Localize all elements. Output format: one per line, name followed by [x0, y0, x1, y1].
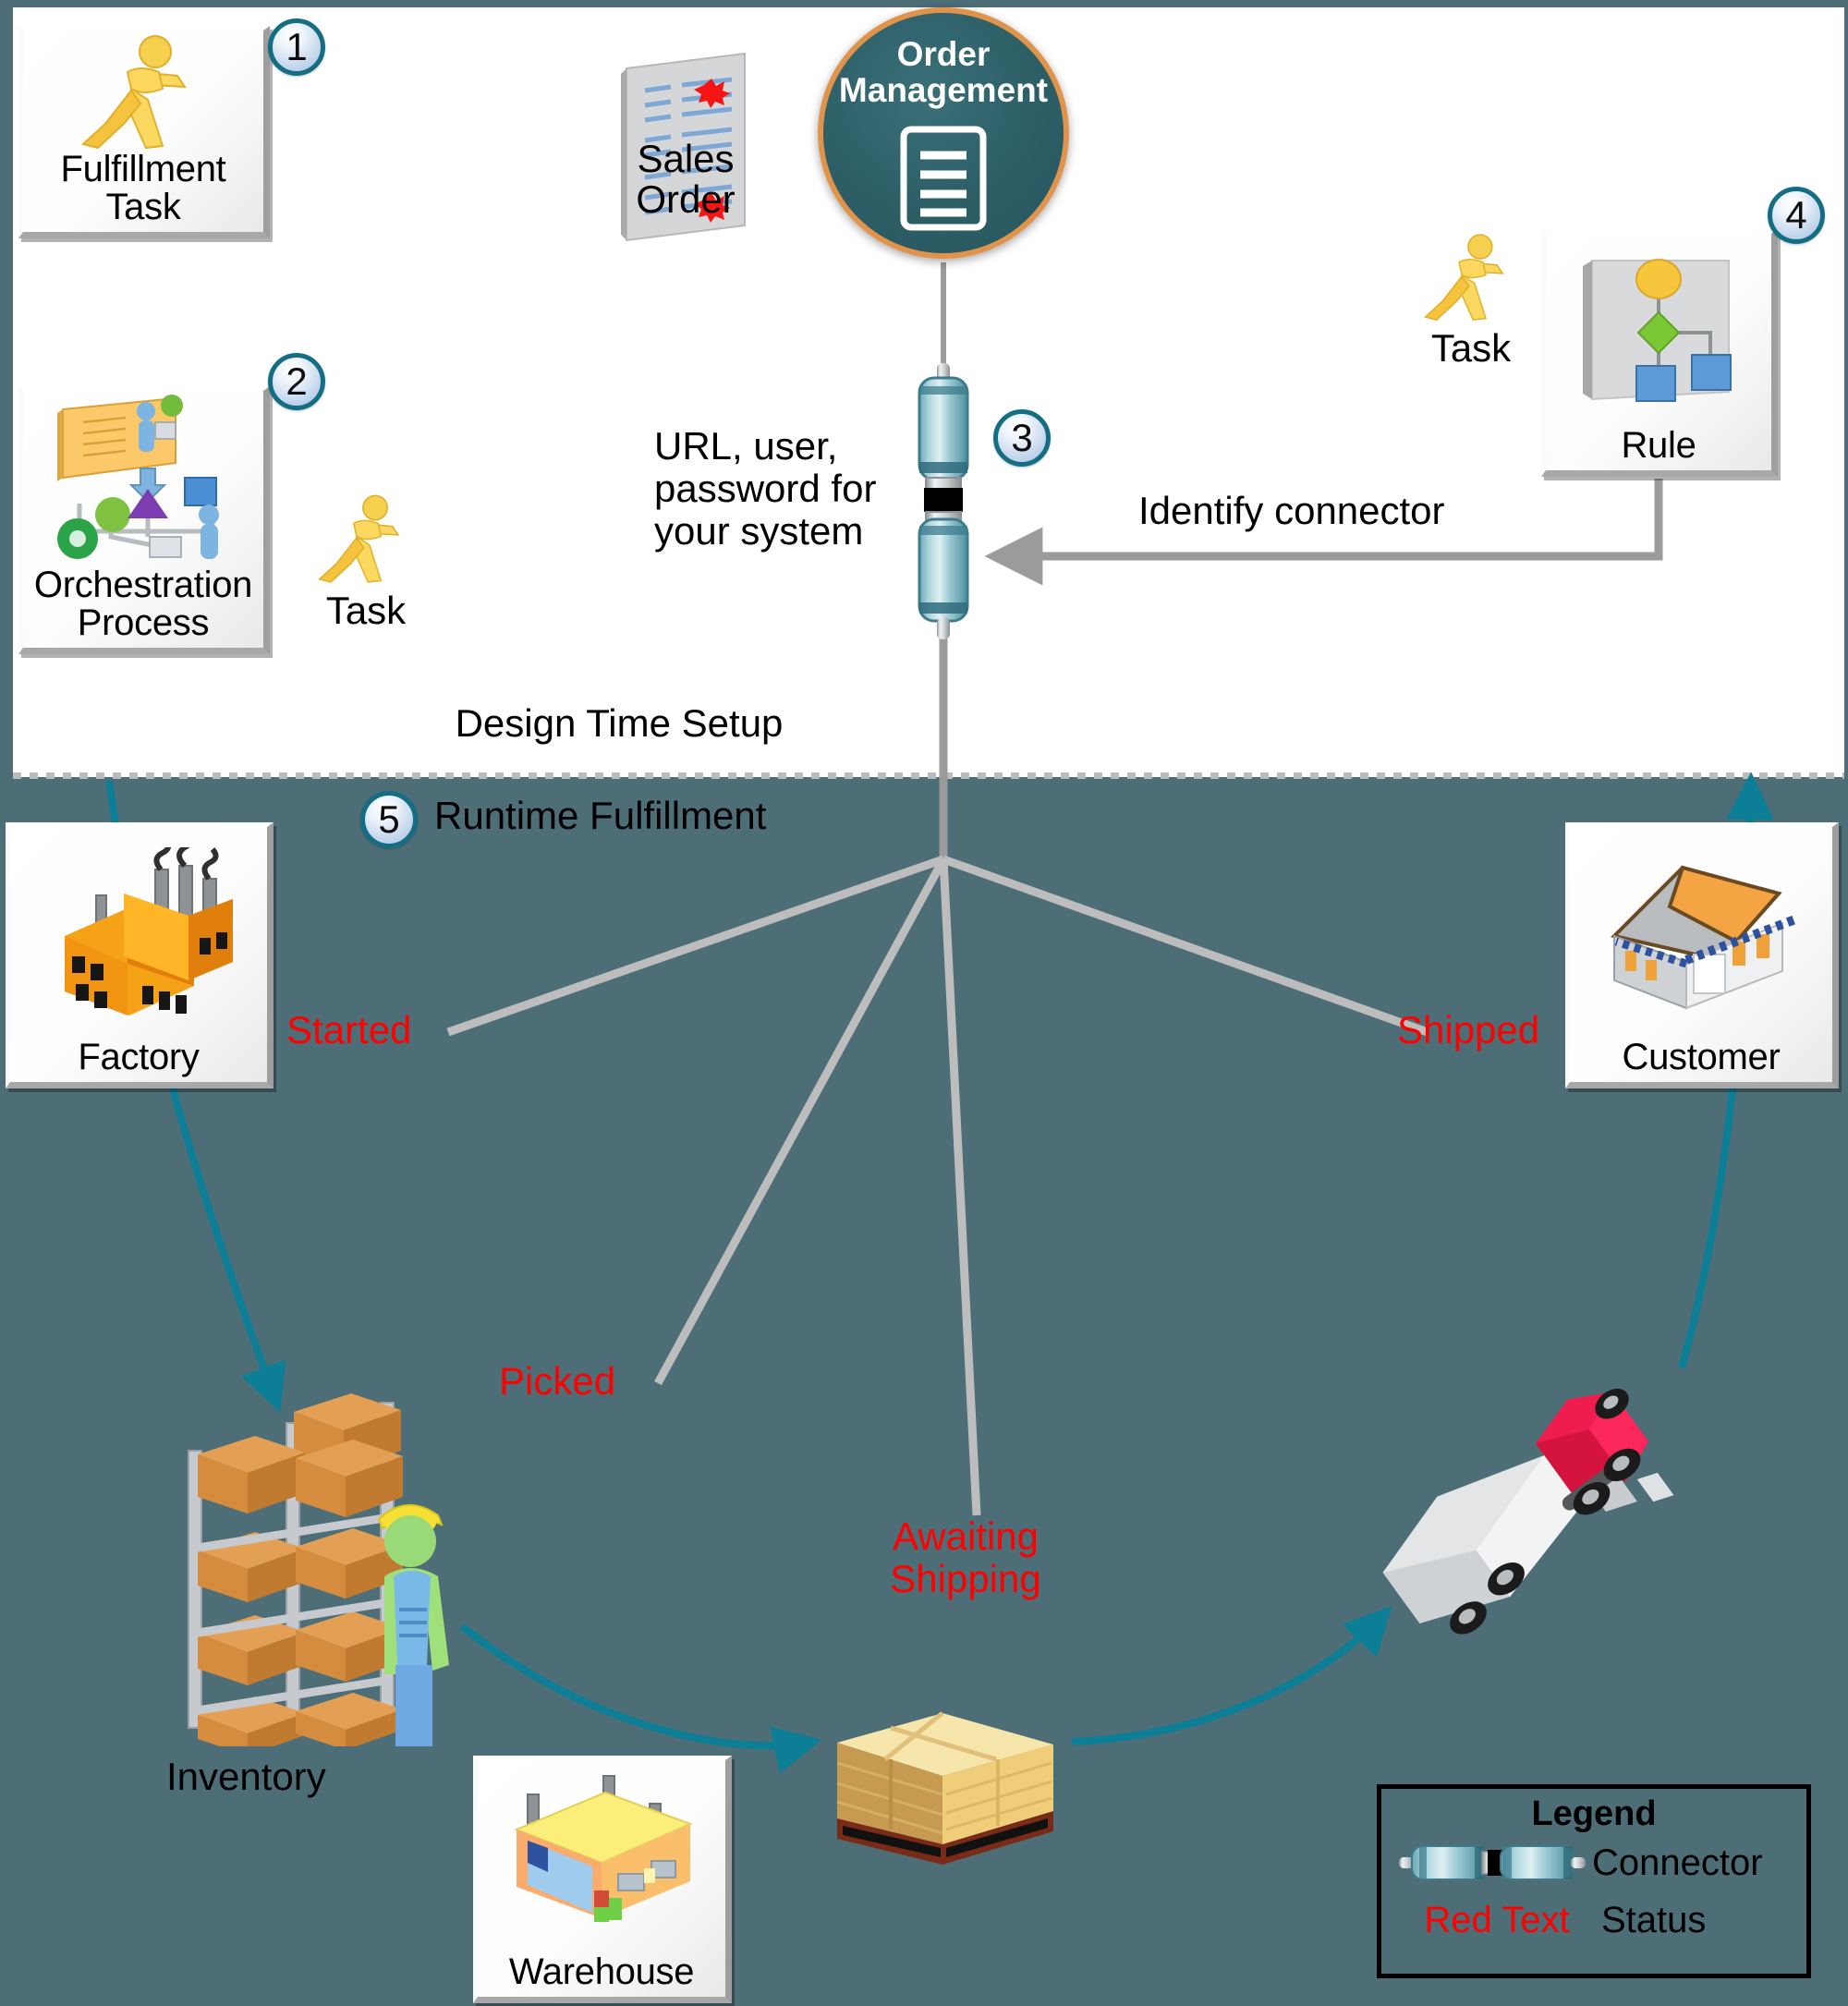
- identify-connector-label: Identify connector: [1138, 489, 1445, 532]
- task-left-group: Task: [292, 488, 440, 630]
- order-management-label: Order Management: [838, 35, 1049, 109]
- legend-red-text-sample: Red Text: [1424, 1899, 1570, 1940]
- node-warehouse[interactable]: Warehouse: [473, 1756, 732, 2003]
- legend-row-connector: Connector: [1381, 1834, 1806, 1891]
- task-right-group: Task: [1395, 227, 1547, 368]
- callout-badge-3: 3: [993, 409, 1051, 467]
- connector-icon: [1392, 1839, 1592, 1887]
- task-right-label: Task: [1430, 326, 1512, 370]
- callout-badge-4: 4: [1768, 187, 1825, 244]
- pallet-icon: [821, 1663, 1070, 1866]
- factory-icon: [10, 827, 267, 1039]
- node-rule[interactable]: Rule: [1541, 229, 1778, 477]
- inventory-label: Inventory: [166, 1755, 326, 1798]
- callout-badge-5: 5: [360, 791, 418, 848]
- inventory-group: Inventory: [166, 1386, 517, 1799]
- legend-box: Legend Connector Red Text: [1377, 1784, 1811, 1978]
- node-fulfillment-task[interactable]: Fulfillment Task: [18, 26, 270, 238]
- url-user-password-label: URL, user, password for your system: [654, 424, 877, 553]
- truck-icon: [1366, 1377, 1680, 1663]
- node-order-management[interactable]: Order Management: [818, 7, 1069, 259]
- orchestration-process-icon: [23, 391, 263, 566]
- node-label: Fulfillment Task: [60, 149, 226, 228]
- order-doc-icon: [898, 124, 989, 237]
- legend-connector-label: Connector: [1592, 1842, 1763, 1883]
- rule-tree-icon: [1546, 234, 1771, 427]
- node-label: Rule: [1621, 425, 1696, 467]
- callout-badge-1: 1: [268, 18, 325, 76]
- task-left-label: Task: [325, 589, 407, 632]
- warehouse-icon: [478, 1760, 725, 1953]
- legend-row-status: Red Text Status: [1381, 1891, 1806, 1949]
- running-person-icon: [23, 30, 263, 151]
- node-label: Customer: [1622, 1037, 1781, 1078]
- status-badge-started: Started: [286, 1008, 412, 1052]
- status-badge-shipped: Shipped: [1397, 1008, 1540, 1052]
- document-icon: [615, 52, 752, 242]
- sales-order-label: Sales Order: [636, 137, 736, 221]
- node-orchestration-process[interactable]: Orchestration Process: [18, 386, 270, 654]
- callout-badge-2: 2: [268, 353, 325, 410]
- node-label: Factory: [78, 1037, 200, 1078]
- legend-status-label: Status: [1601, 1899, 1707, 1940]
- runtime-fulfillment-label: Runtime Fulfillment: [434, 794, 767, 837]
- node-label: Warehouse: [508, 1951, 695, 1993]
- inventory-racks-icon: [176, 1386, 517, 1767]
- house-icon: [1570, 827, 1832, 1039]
- node-label: Orchestration Process: [33, 565, 253, 644]
- section-divider: [13, 772, 1844, 779]
- node-factory[interactable]: Factory: [6, 822, 274, 1088]
- running-person-icon: [292, 488, 440, 591]
- node-customer[interactable]: Customer: [1565, 822, 1839, 1088]
- running-person-icon: [1395, 227, 1547, 329]
- status-badge-awaiting-shipping: Awaiting Shipping: [890, 1514, 1041, 1601]
- status-badge-picked: Picked: [499, 1359, 616, 1403]
- design-time-setup-label: Design Time Setup: [455, 701, 784, 745]
- legend-title: Legend: [1531, 1794, 1657, 1833]
